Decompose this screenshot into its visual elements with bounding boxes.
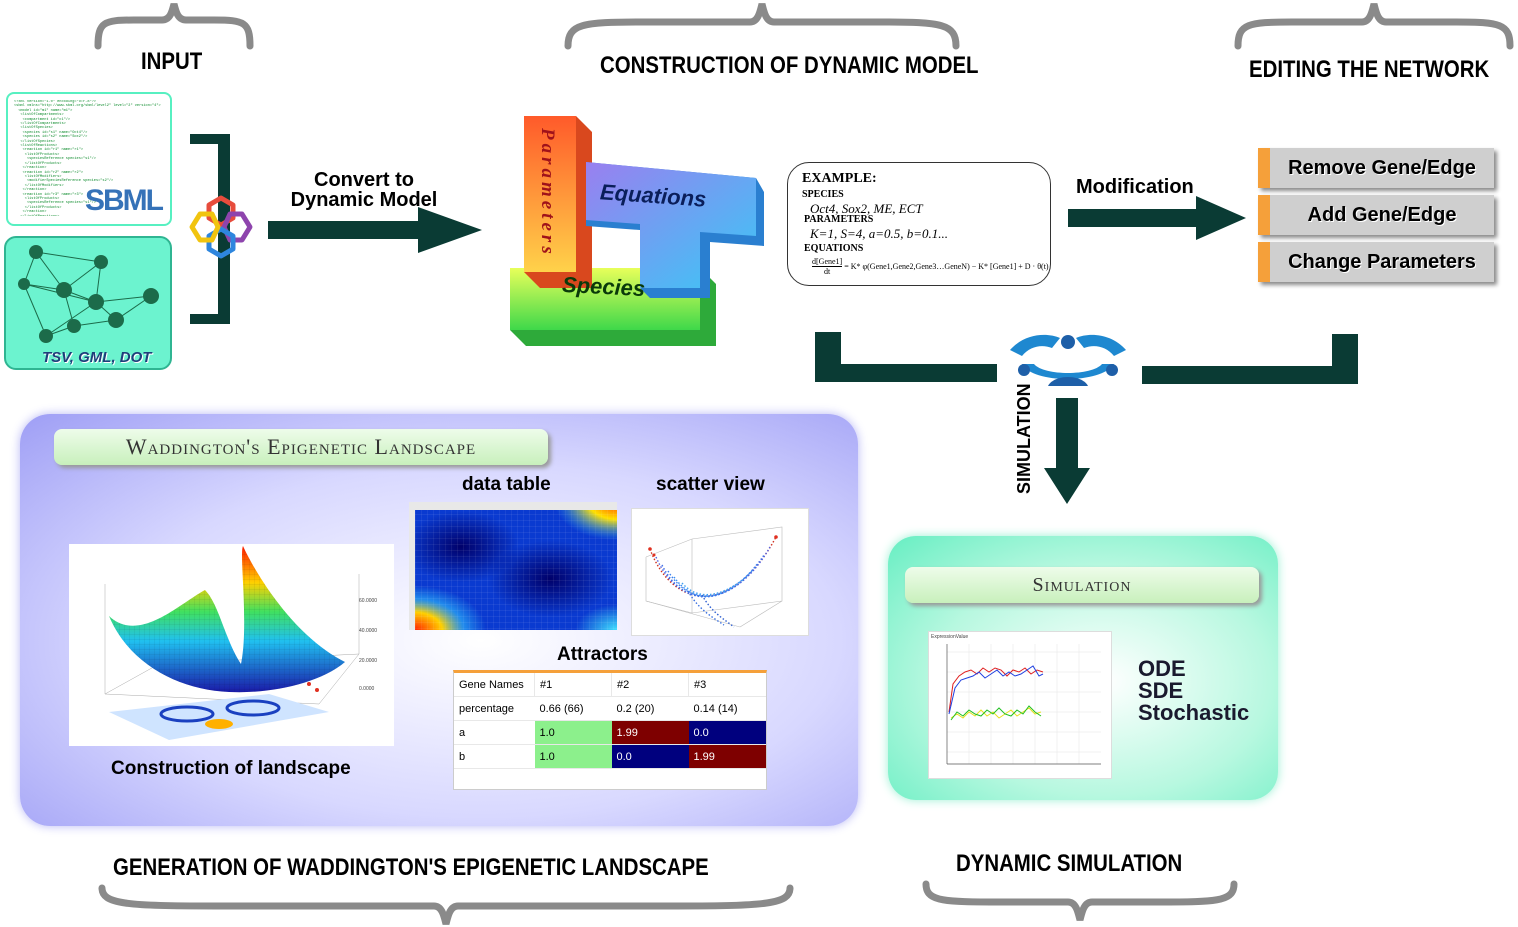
method-ode: ODE xyxy=(1138,656,1186,681)
remove-gene-edge-button[interactable]: Remove Gene/Edge xyxy=(1258,148,1494,188)
attractors-header-row: Gene Names #1 #2 #3 xyxy=(454,673,766,697)
table-row: b 1.0 0.0 1.99 xyxy=(454,744,766,769)
heading-dynamic-simulation: DYNAMIC SIMULATION xyxy=(956,850,1183,877)
example-equations-label: EQUATIONS xyxy=(804,243,864,254)
sim-bracket-left-horizontal xyxy=(815,364,997,382)
convert-label-line2: Dynamic Model xyxy=(290,189,438,211)
method-stochastic: Stochastic xyxy=(1138,700,1250,725)
attractors-label: Attractors xyxy=(557,644,648,665)
sim-bracket-right-horizontal xyxy=(1142,366,1358,384)
attractors-table: Gene Names #1 #2 #3 percentage 0.66 (66)… xyxy=(453,670,767,790)
network-graph xyxy=(18,245,159,343)
simulation-vertical-label: SIMULATION xyxy=(1014,383,1034,494)
heading-input: INPUT xyxy=(141,48,203,75)
svg-text:0.0000: 0.0000 xyxy=(359,686,375,692)
table-row: percentage 0.66 (66) 0.2 (20) 0.14 (14) xyxy=(454,696,766,721)
add-gene-edge-button[interactable]: Add Gene/Edge xyxy=(1258,195,1494,235)
modification-arrow xyxy=(1068,196,1246,240)
modification-label: Modification xyxy=(1076,176,1194,198)
block-parameters-label: Parameters xyxy=(537,128,558,258)
table-cell: 1.0 xyxy=(534,720,612,745)
network-formats-label: TSV, GML, DOT xyxy=(42,349,152,366)
table-cell: 1.0 xyxy=(534,744,612,769)
model-blocks-graphic xyxy=(510,116,764,346)
hexagon-logo-icon xyxy=(189,195,253,259)
example-equation: d[Gene1] dt = K* φ(Gene1,Gene2,Gene3…Gen… xyxy=(812,257,1049,276)
brace-input xyxy=(94,3,254,50)
simulation-chart-plot xyxy=(946,644,1101,765)
heading-construction: CONSTRUCTION OF DYNAMIC MODEL xyxy=(600,52,979,79)
scatter-surface xyxy=(645,526,783,628)
simulation-chart: ExpressionValue xyxy=(928,631,1112,779)
attractors-header-cell: #2 xyxy=(611,673,689,697)
simulation-methods: ODE SDE Stochastic xyxy=(1138,658,1249,724)
simulation-panel-title: Simulation xyxy=(905,567,1259,603)
convert-label: Convert to Dynamic Model xyxy=(276,170,452,210)
attractors-header-cell: #3 xyxy=(688,673,766,697)
table-cell: 0.66 (66) xyxy=(534,696,612,721)
simulation-chart-title: ExpressionValue xyxy=(931,634,969,640)
equation-rhs: = K* φ(Gene1,Gene2,Gene3…GeneN) − K* [Ge… xyxy=(844,262,1049,271)
landscape-3d-plot: 60.0000 40.0000 20.0000 0.0000 xyxy=(69,544,394,746)
example-title: EXAMPLE: xyxy=(802,171,877,186)
convert-label-line1: Convert to xyxy=(314,169,414,191)
method-sde: SDE xyxy=(1138,678,1184,703)
waddington-title: Waddington's Epigenetic Landscape xyxy=(54,429,548,465)
table-cell: 0.0 xyxy=(611,744,689,769)
scatter-view-label: scatter view xyxy=(656,474,765,495)
heading-generation: GENERATION OF WADDINGTON'S EPIGENETIC LA… xyxy=(113,854,709,881)
scatter-view-plot xyxy=(631,508,809,636)
network-file-preview: TSV, GML, DOT xyxy=(4,236,172,370)
table-cell: 0.14 (14) xyxy=(688,696,766,721)
table-cell: 1.99 xyxy=(688,744,766,769)
sbml-logo: SBML xyxy=(85,184,164,217)
brace-editing xyxy=(1234,3,1514,50)
svg-text:40.0000: 40.0000 xyxy=(359,628,377,634)
equation-numerator: d[Gene1] xyxy=(812,257,843,267)
example-species-label: SPECIES xyxy=(802,189,844,200)
table-cell: percentage xyxy=(454,696,535,721)
table-cell: 1.99 xyxy=(611,720,689,745)
brace-construction xyxy=(564,3,960,50)
attractors-header-cell: #1 xyxy=(534,673,612,697)
brace-dynamic-simulation xyxy=(922,880,1238,921)
input-bracket-bottom xyxy=(190,314,230,324)
equation-denominator: dt xyxy=(823,267,831,276)
table-row: a 1.0 1.99 0.0 xyxy=(454,720,766,745)
data-table-heatmap xyxy=(409,502,617,630)
simulation-down-arrow xyxy=(1044,398,1090,504)
sbml-code-snippet: <?xml version="1.0" encoding="UTF-8"?> <… xyxy=(14,100,161,216)
convert-arrow xyxy=(268,207,482,253)
table-cell: a xyxy=(454,720,535,745)
landscape-surface: 60.0000 40.0000 20.0000 0.0000 xyxy=(104,546,377,740)
sbml-file-preview: <?xml version="1.0" encoding="UTF-8"?> <… xyxy=(6,92,172,226)
construction-of-landscape-label: Construction of landscape xyxy=(111,758,351,779)
brace-generation xyxy=(98,884,794,925)
table-cell: 0.0 xyxy=(688,720,766,745)
people-triangle-icon xyxy=(1010,334,1126,386)
example-parameters-value: K=1, S=4, a=0.5, b=0.1... xyxy=(810,226,949,241)
svg-text:60.0000: 60.0000 xyxy=(359,598,377,604)
heading-editing: EDITING THE NETWORK xyxy=(1249,56,1490,83)
svg-text:20.0000: 20.0000 xyxy=(359,658,377,664)
block-species-label: Species xyxy=(561,271,646,302)
attractors-header-cell: Gene Names xyxy=(454,673,535,697)
example-box: EXAMPLE: SPECIES Oct4, Sox2, ME, ECT PAR… xyxy=(787,162,1051,286)
table-cell: b xyxy=(454,744,535,769)
example-parameters-label: PARAMETERS xyxy=(804,214,874,225)
input-bracket-top xyxy=(190,134,230,144)
data-table-label: data table xyxy=(462,474,551,495)
change-parameters-button[interactable]: Change Parameters xyxy=(1258,242,1494,282)
table-cell: 0.2 (20) xyxy=(611,696,689,721)
example-species-value: Oct4, Sox2, ME, ECT xyxy=(810,201,923,216)
